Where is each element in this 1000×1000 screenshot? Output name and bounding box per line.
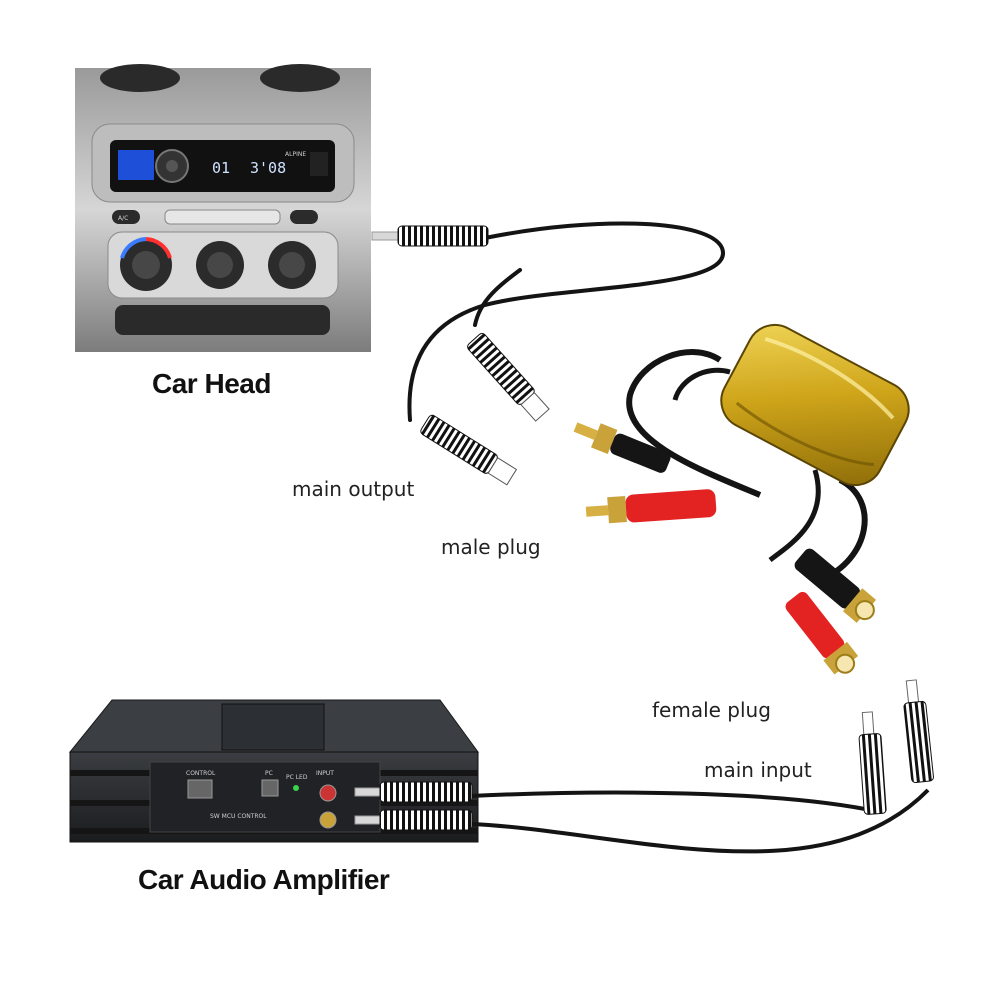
amplifier-title: Car Audio Amplifier xyxy=(138,864,390,895)
display-track: 01 xyxy=(212,159,230,177)
car-head-title: Car Head xyxy=(152,368,271,399)
amp-pc-label: PC xyxy=(265,770,273,777)
male-plug-label: male plug xyxy=(441,535,541,559)
y-splitter-cable xyxy=(407,221,725,422)
main-input-label: main input xyxy=(704,758,812,782)
amp-rca-plug-bottom xyxy=(354,809,473,831)
rca-plug-main-input-1 xyxy=(858,711,887,815)
amp-pc-led-label: PC LED xyxy=(286,774,308,781)
climate-knob-right xyxy=(268,241,316,289)
amp-input-cables xyxy=(354,781,930,854)
rca-plug-main-output-2 xyxy=(420,414,518,486)
ground-loop-isolator xyxy=(573,323,910,675)
amp-control-label: CONTROL xyxy=(186,770,216,777)
filter-female-jack-black xyxy=(794,548,877,623)
climate-knob-center xyxy=(196,241,244,289)
female-plug-label: female plug xyxy=(652,698,771,722)
radio-head-unit: 01 3'08 ALPINE xyxy=(110,140,335,192)
rca-plug-main-output-1 xyxy=(467,333,550,422)
car-head-photo: 01 3'08 ALPINE A/C xyxy=(75,64,371,352)
rca-plug-main-input-2 xyxy=(903,679,934,783)
main-output-label: main output xyxy=(292,477,415,501)
filter-female-jack-red xyxy=(785,591,859,675)
filter-male-plug-red xyxy=(585,489,717,524)
climate-knob-left xyxy=(120,237,172,291)
rca-plug-head-unit xyxy=(371,225,489,247)
amp-rca-plug-top xyxy=(354,781,473,803)
filter-body xyxy=(720,323,910,487)
display-time: 3'08 xyxy=(250,159,286,177)
filter-male-plug-black xyxy=(573,422,671,473)
ac-button-label: A/C xyxy=(118,215,128,222)
radio-brand: ALPINE xyxy=(285,151,306,158)
amp-mcu-label: SW MCU CONTROL xyxy=(210,813,267,820)
amp-input-label: INPUT xyxy=(316,770,334,777)
